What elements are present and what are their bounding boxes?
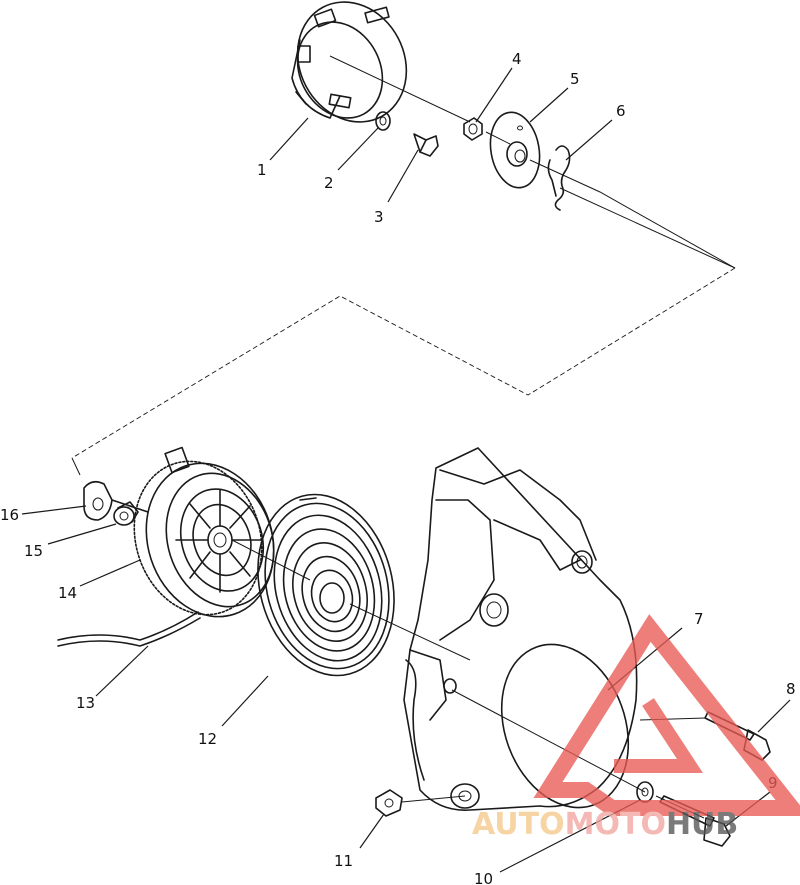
top-assembly-outline-2	[559, 187, 736, 269]
leader-3	[387, 149, 419, 203]
part-14-recoil-pulley	[133, 446, 275, 618]
part-5-drive-plate	[489, 111, 541, 189]
callout-3: 3	[374, 208, 384, 226]
leader-11	[359, 813, 385, 849]
leader-5	[529, 87, 569, 123]
part-11-nut	[375, 789, 403, 817]
part-3-bolt	[413, 133, 439, 157]
watermark-auto: AUTO	[472, 807, 565, 842]
leader-1	[269, 117, 309, 161]
part-1-drive-cup	[291, 1, 408, 123]
part-16-rope-guide	[83, 480, 149, 521]
top-assembly-outline	[71, 267, 736, 459]
callout-8: 8	[786, 680, 796, 698]
leader-15	[47, 523, 117, 545]
lower-axis-lines	[401, 689, 706, 819]
callout-5: 5	[570, 70, 580, 88]
part-7-recoil-housing	[403, 447, 638, 811]
spring-axis-line	[231, 539, 471, 661]
callout-6: 6	[616, 102, 626, 120]
leader-2	[337, 127, 379, 171]
leader-6	[565, 119, 613, 161]
callout-10: 10	[474, 870, 493, 885]
leader-13	[95, 645, 149, 697]
part-2-washer	[375, 111, 391, 131]
part-4-nut	[463, 117, 483, 141]
part-13-starter-rope	[57, 611, 201, 647]
callout-labels: 1 2 3 4 5 6 7 8 9 10 11 12 13 14 15 16	[0, 50, 796, 885]
part-9-bolt	[659, 795, 731, 847]
part-6-spring-clip	[547, 145, 571, 211]
callout-12: 12	[198, 730, 217, 748]
leader-12	[221, 675, 269, 727]
callout-7: 7	[694, 610, 704, 628]
leader-4	[475, 67, 513, 123]
watermark-triangle-inner	[614, 698, 703, 773]
watermark-moto: MOTO	[565, 807, 666, 842]
callout-16: 16	[0, 506, 19, 524]
callout-11: 11	[334, 852, 353, 870]
callout-2: 2	[324, 174, 334, 192]
part-12-recoil-spring	[257, 493, 395, 677]
callout-14: 14	[58, 584, 77, 602]
watermark-logo: AUTOMOTOHUB	[472, 614, 800, 842]
leader-16	[21, 505, 87, 515]
mid-axis-line	[71, 457, 81, 476]
top-axis-line	[329, 55, 736, 269]
watermark-text: AUTOMOTOHUB	[472, 807, 738, 842]
watermark-hub: HUB	[666, 807, 738, 842]
callout-4: 4	[512, 50, 522, 68]
callout-13: 13	[76, 694, 95, 712]
callout-15: 15	[24, 542, 43, 560]
leader-14	[79, 559, 141, 587]
leader-8	[757, 699, 791, 733]
watermark-triangle	[533, 614, 800, 816]
callout-1: 1	[257, 161, 267, 179]
